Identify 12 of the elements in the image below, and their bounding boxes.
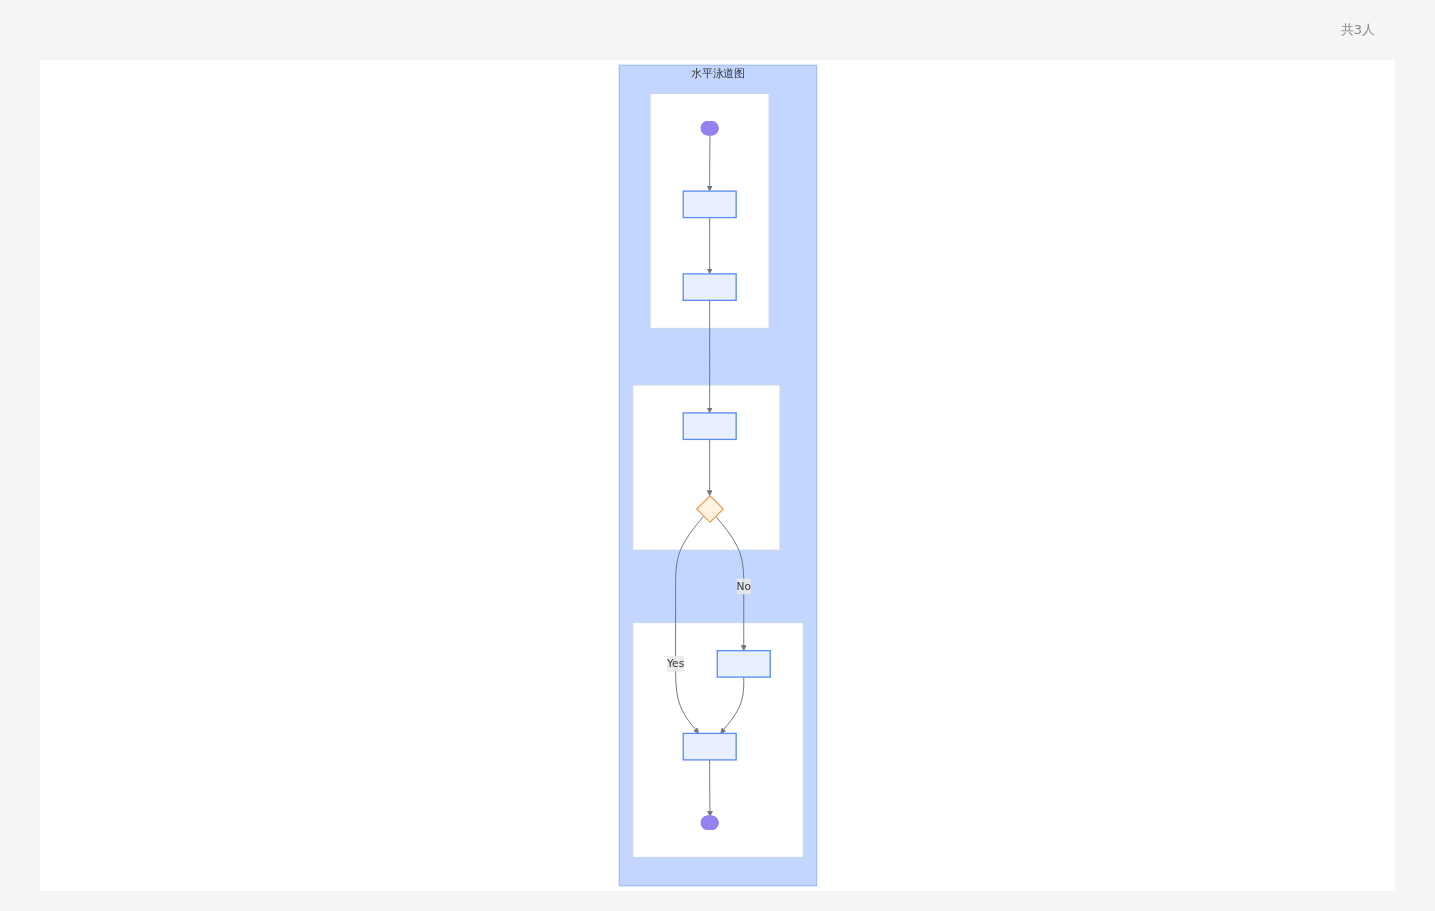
node-box — [682, 190, 737, 219]
edge-label: Yes — [666, 657, 684, 670]
participant-count: 共3人 — [1340, 21, 1375, 39]
node-box — [682, 273, 737, 302]
node-box — [682, 732, 737, 761]
node-box — [716, 650, 771, 678]
node-box — [682, 412, 737, 441]
node-diamond — [695, 494, 724, 524]
edge-label: No — [736, 579, 751, 593]
cluster — [631, 621, 804, 859]
cluster — [648, 92, 770, 330]
cluster — [631, 384, 781, 551]
